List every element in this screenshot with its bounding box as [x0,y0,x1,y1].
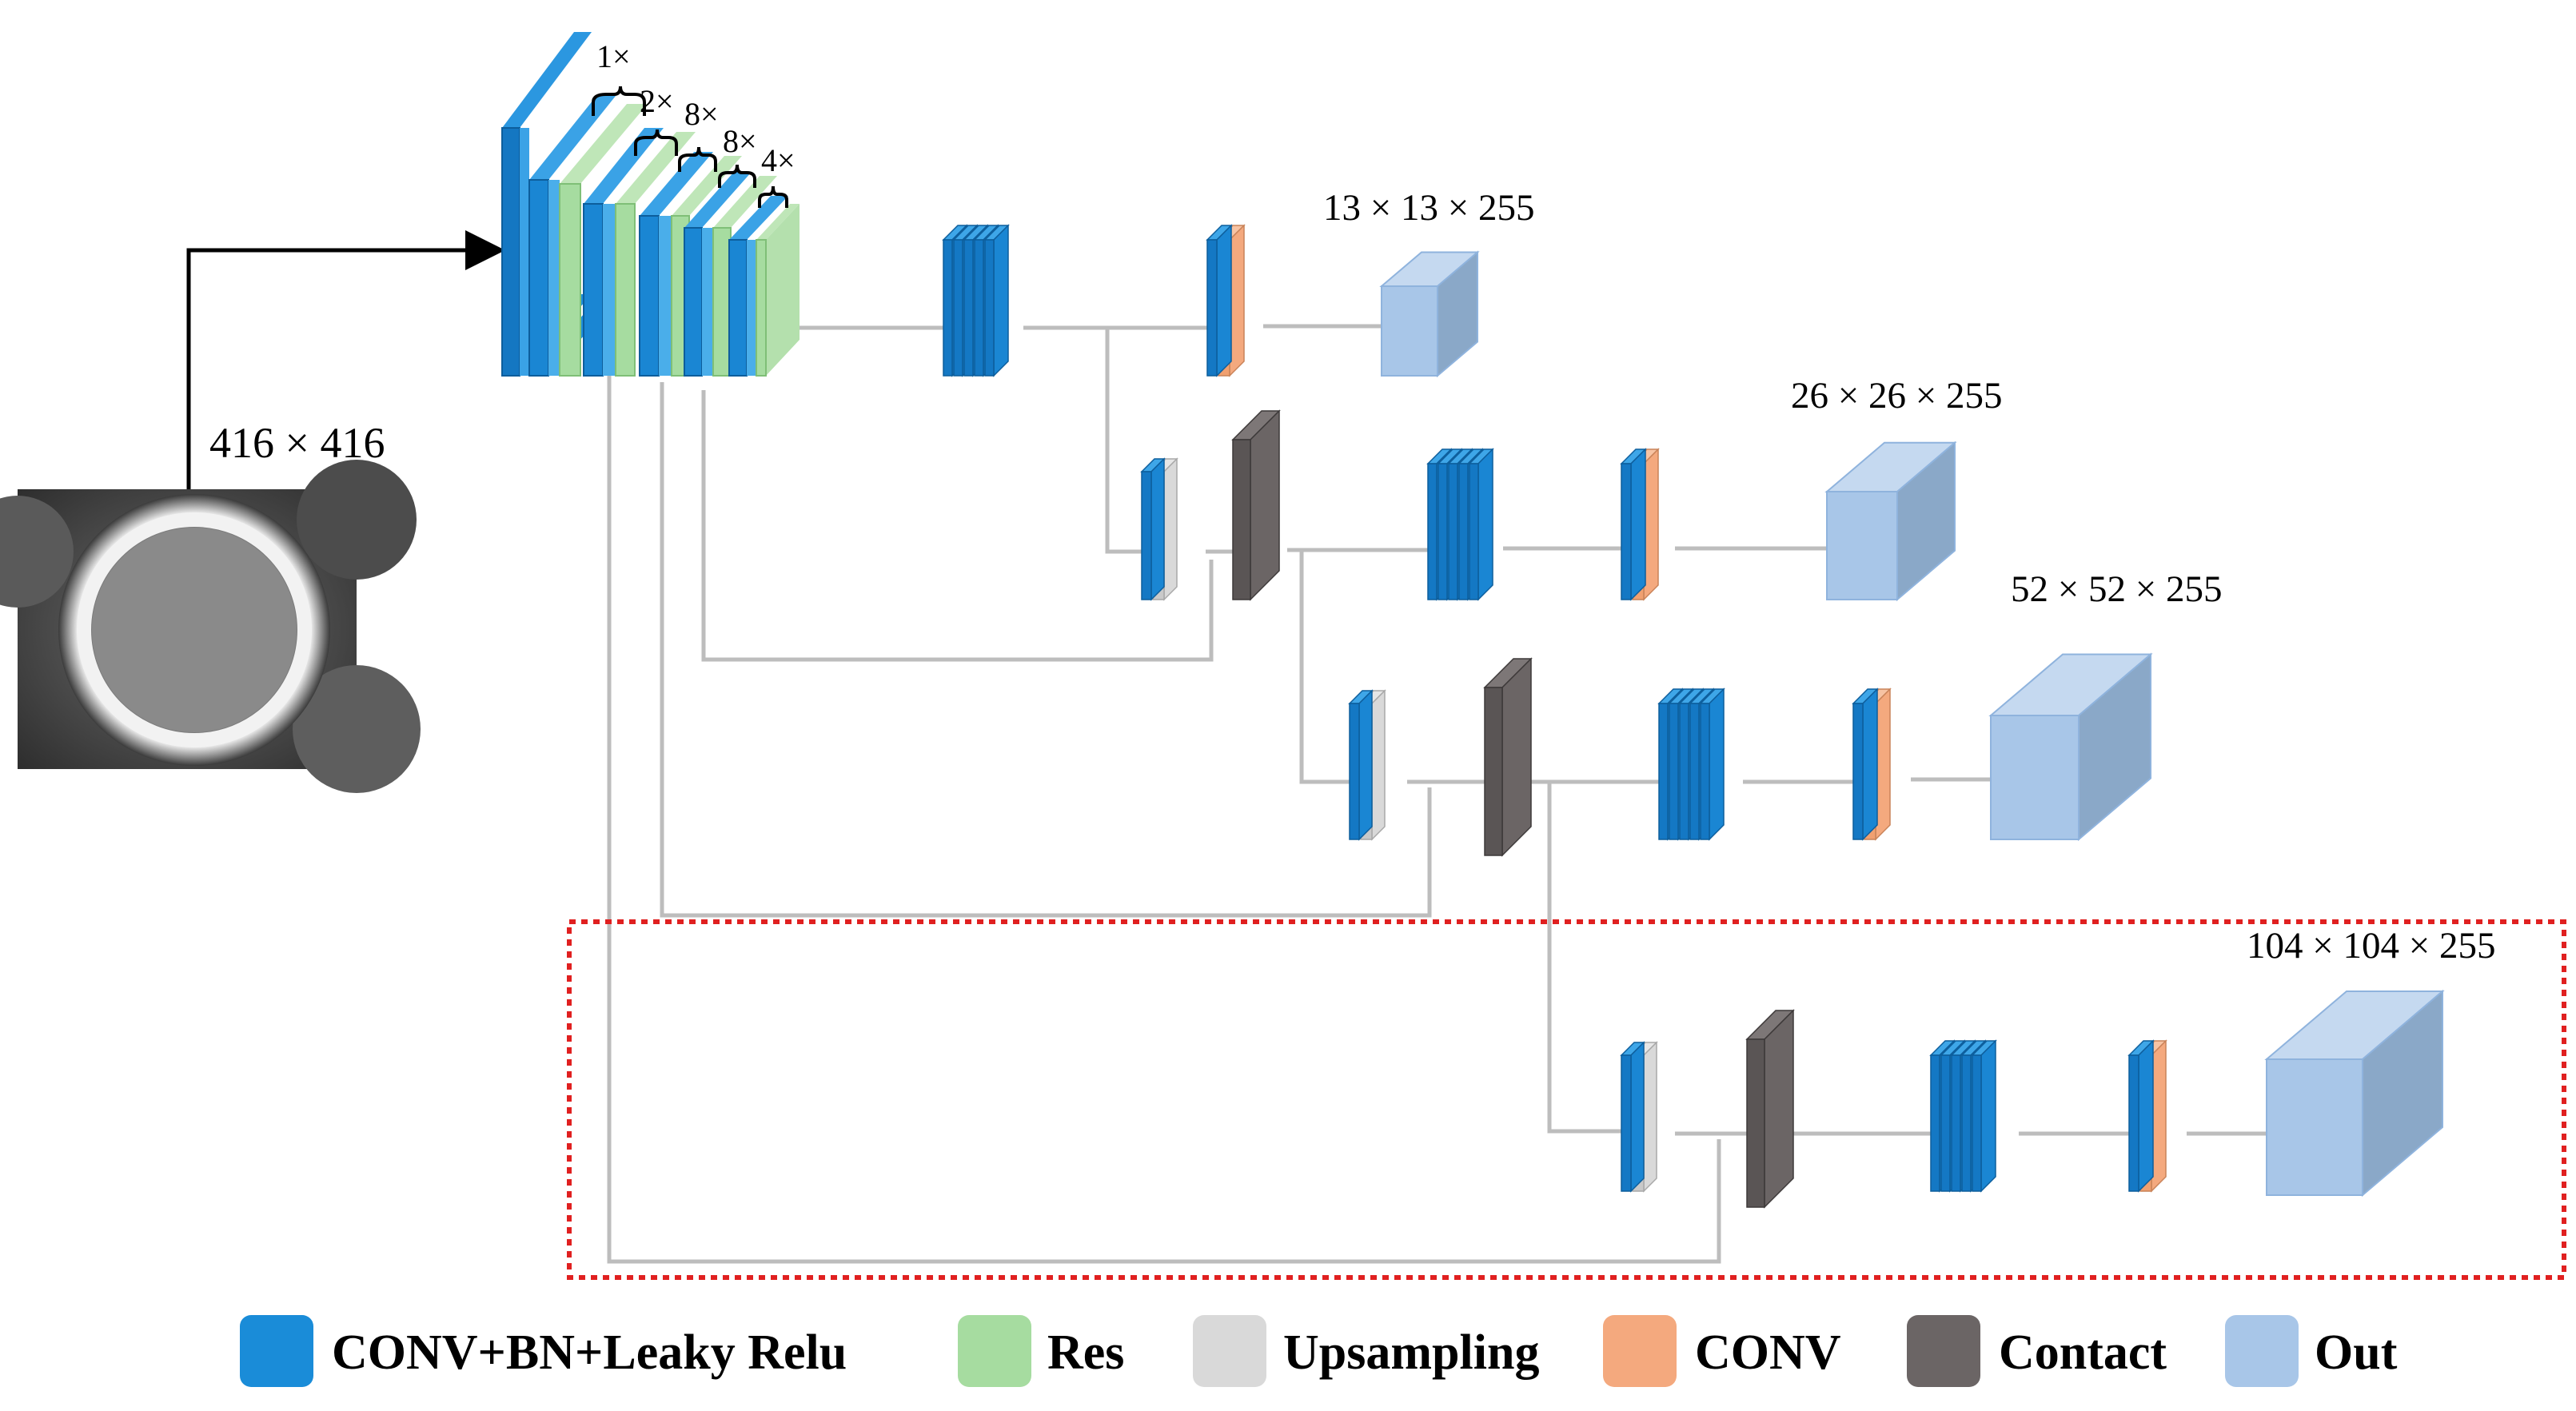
conv-stack-2 [1426,448,1494,601]
legend-label-conv-bn-leaky: CONV+BN+Leaky Relu [332,1325,847,1380]
legend-swatch-conv [1603,1315,1677,1387]
legend-label-res: Res [1047,1325,1124,1380]
conv-stack-1 [942,224,1010,377]
legend-swatch-upsampling [1193,1315,1266,1387]
upsample-block-2 [1140,457,1178,601]
output-label-52: 52 × 52 × 255 [2011,568,2223,610]
upsample-block-3 [1348,689,1386,841]
legend-label-contact: Contact [1999,1325,2167,1380]
conv-block-1 [1206,224,1246,377]
contact-block-2 [1231,409,1281,601]
legend-swatch-out [2225,1315,2299,1387]
conv-block-4 [2127,1039,2167,1193]
output-cube-104 [2264,989,2445,1198]
conv-stack-4 [1929,1039,1997,1193]
output-label-26: 26 × 26 × 255 [1791,375,2003,417]
input-image [0,460,421,793]
conv-block-3 [1852,688,1892,841]
input-arrow [186,230,505,489]
output-cube-26 [1824,440,1957,602]
connection-wires [607,324,2271,1264]
contact-block-3 [1483,657,1533,857]
backbone-stack [501,32,800,377]
legend-label-conv: CONV [1695,1325,1841,1380]
output-label-13: 13 × 13 × 255 [1323,187,1535,229]
multiplier-label: 2× [640,83,674,119]
legend-swatch-res [958,1315,1031,1387]
legend-swatch-contact [1907,1315,1980,1387]
output-cube-13 [1379,250,1480,378]
multiplier-braces [592,86,788,208]
multiplier-label: 8× [723,123,757,159]
contact-block-4 [1745,1009,1795,1209]
multiplier-label: 1× [596,38,631,74]
legend-swatch-conv-bn-leaky [240,1315,313,1387]
multiplier-label: 4× [761,142,796,178]
legend-label-out: Out [2315,1325,2398,1380]
conv-stack-3 [1657,688,1725,841]
legend-label-upsampling: Upsampling [1283,1325,1539,1380]
input-size-label: 416 × 416 [209,419,385,467]
legend: CONV+BN+Leaky Relu Res Upsampling CONV C… [240,1315,2398,1387]
output-label-104: 104 × 104 × 255 [2247,925,2496,967]
upsample-block-4 [1620,1041,1658,1193]
highlight-box [567,919,2566,1280]
output-cube-52 [1988,652,2153,842]
conv-block-2 [1620,448,1660,601]
multiplier-label: 8× [684,96,719,132]
